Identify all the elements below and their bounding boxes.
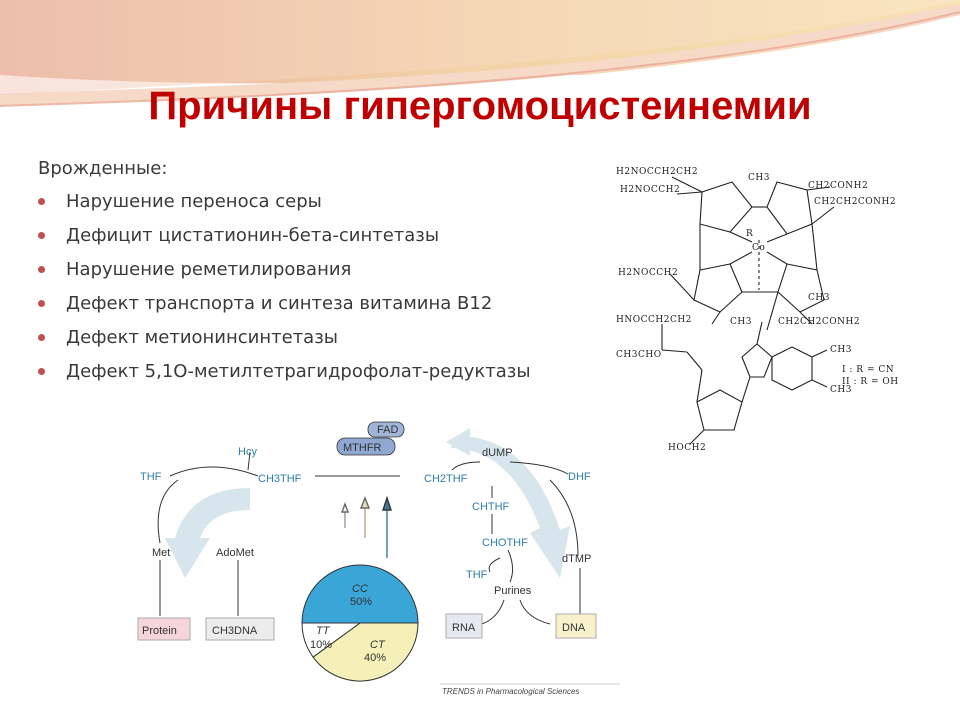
rna-box [445,613,483,639]
ch3dna-box [205,617,275,641]
slide-title: Причины гипергомоцистеинемии [148,84,812,128]
pie-slice-tt [301,622,362,658]
bullet-dot [38,334,45,341]
dhf-label: DHF [568,471,591,483]
ch2thf-label: CH2THF [424,473,468,485]
intro-text: Врожденные: [38,158,168,179]
mol-label: CH3CHO [616,350,662,360]
pie-slice-ct [312,622,419,682]
adomet-label: AdoMet [216,547,254,559]
mol-label: Co [752,243,765,253]
mol-label: CH3 [830,385,852,395]
bullet-dot [38,266,45,273]
arrow-head [446,428,470,456]
cause-list: Нарушение переноса серы Дефицит цистатио… [38,191,531,395]
pie-label-tt: TT [316,625,331,637]
ch3dna-label: CH3DNA [212,625,258,637]
met-label: Met [152,547,170,559]
mol-label: CH3 [730,317,752,327]
fad-label: FAD [377,424,398,436]
pie-slice-cc [301,564,419,624]
legend-line: II : R = OH [842,377,899,387]
dtmp-label: dTMP [562,553,591,565]
pie-pct-tt: 10% [310,639,332,651]
header-banner [0,0,960,110]
bullet-dot [38,368,45,375]
list-item: Нарушение переноса серы [38,191,531,225]
mol-label: H2NOCCH2CH2 [616,167,698,177]
cobalamin-structure: H2NOCCH2CH2 H2NOCCH2 CH3 CH2CONH2 CH2CH2… [616,167,899,453]
cycle-arrow-left [165,488,250,578]
legend-line: I : R = CN [842,365,894,375]
mol-label: CH2CONH2 [808,181,868,191]
ch3thf-label: CH3THF [258,473,302,485]
thf-right-label: THF [466,569,488,581]
bullet-dot [38,300,45,307]
figure-credit: TRENDS in Pharmacological Sciences [442,687,579,696]
mol-label: HOCH2 [668,443,706,453]
list-item: Дефицит цистатионин-бета-синтетазы [38,225,531,259]
list-item: Дефект 5,1О-метилтетрагидрофолат-редукта… [38,361,531,395]
mol-label: CH2CH2CONH2 [814,197,896,207]
dna-label: DNA [562,622,586,634]
mol-label: HNOCCH2CH2 [616,315,692,325]
pie-label-ct: CT [370,639,386,651]
mol-label: H2NOCCH2 [618,268,678,278]
bullet-dot [38,198,45,205]
mthfr-badge [336,437,396,456]
hcy-label: Hcy [238,446,257,458]
chothf-label: CHOTHF [482,537,528,549]
rna-label: RNA [452,622,476,634]
mol-label: CH3 [808,293,830,303]
dump-label: dUMP [482,447,513,459]
chthf-label: CHTHF [472,501,510,513]
protein-label: Protein [142,625,177,637]
mol-label: CH3 [748,173,770,183]
pie-label-cc: CC [352,583,368,595]
cycle-arrow-right [450,436,570,578]
pie-pct-cc: 50% [350,596,372,608]
mol-label: CH2CH2CONH2 [778,317,860,327]
thf-left-label: THF [140,471,162,483]
mol-label: R [746,229,753,239]
folate-pathway-diagram: FAD MTHFR Hcy THF CH3THF CH2THF dUMP DHF… [137,421,620,696]
mol-label: CH3 [830,345,852,355]
bullet-dot [38,232,45,239]
mthfr-label: MTHFR [343,442,382,454]
fad-badge [367,421,405,438]
dna-box [555,613,597,639]
list-item: Дефект метионинсинтетазы [38,327,531,361]
pie-pct-ct: 40% [364,652,386,664]
purines-label: Purines [494,585,532,597]
mol-label: H2NOCCH2 [620,185,680,195]
protein-box [137,617,191,641]
list-item: Нарушение реметилирования [38,259,531,293]
list-item: Дефект транспорта и синтеза витамина B12 [38,293,531,327]
genotype-pie [301,564,419,682]
